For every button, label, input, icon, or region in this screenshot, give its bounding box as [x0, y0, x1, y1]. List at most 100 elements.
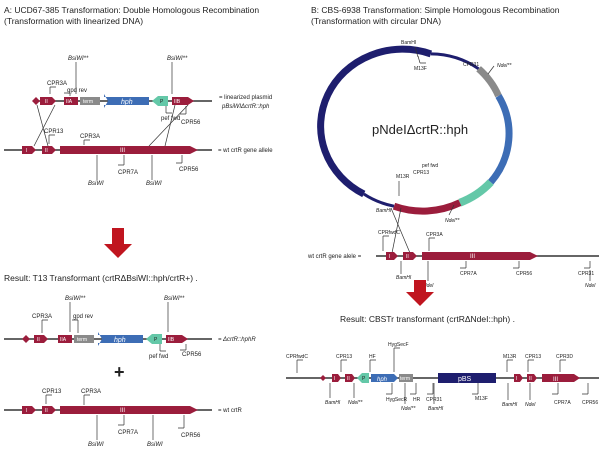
exon-iii-label: III: [553, 377, 558, 383]
cross-line: [390, 207, 411, 254]
backbone-arc: [430, 52, 480, 71]
gpd-rev-primer: [64, 92, 71, 96]
pbs-arc-label: pBS: [340, 123, 346, 134]
exon-ii: [345, 374, 355, 382]
ndei-label: NdeI: [525, 402, 536, 408]
cpr31-primer: [427, 383, 434, 395]
exon-ii-label: II: [45, 408, 48, 414]
exon-iii-label: III: [120, 148, 125, 154]
cpr3a-primer: [41, 319, 48, 333]
cpr56-label: CPR56: [182, 352, 202, 358]
gpd-rev-label: gpd rev: [67, 88, 87, 94]
backbone-arc: [362, 192, 395, 208]
cpr7a-label: CPR7A: [118, 430, 138, 436]
wt-allele-b: wt crtR gene alele = I II III CPRfwdC CP…: [307, 230, 599, 289]
wt-allele-a: I II III = wt crtR gene allele CPR13 CPR…: [4, 129, 273, 187]
panel-b-subtitle: (Transformation with circular DNA): [311, 16, 441, 26]
exon-iia-label: IIA: [66, 99, 73, 105]
term-box: [80, 97, 100, 105]
term-label: term: [83, 99, 93, 105]
ndei-marker: [448, 204, 455, 216]
cpr13-primer: [45, 394, 52, 404]
hygsecf-primer: [393, 347, 400, 372]
cross-line: [164, 104, 176, 147]
bsiwi-label: BsiWI: [88, 442, 104, 448]
cpr56-label: CPR56: [181, 433, 201, 439]
hf-label: HF: [369, 354, 376, 360]
hf-primer: [369, 359, 376, 372]
cpr3a-primer: [428, 237, 435, 251]
cpr3a-primer: [49, 86, 56, 94]
cpr3d-label: CPR3D: [556, 354, 573, 360]
panel-a-title: A: UCD67-385 Transformation: Double Homo…: [4, 5, 259, 15]
linearized-plasmid-construct: II IIA term hph P IIB = linearized plasm…: [32, 56, 272, 147]
promoter-arc: [458, 179, 494, 207]
cpr56-primer: [582, 383, 589, 395]
cpr7a-primer: [118, 415, 125, 426]
cpr31-label: CPR31: [578, 271, 594, 277]
exon-i: [386, 252, 398, 260]
bamhi-label: BamHI: [376, 208, 392, 214]
pbs-segment: [438, 373, 496, 383]
cpr3a-primer: [83, 139, 90, 145]
exon-i: [332, 374, 341, 382]
ndei-label: NdeI: [423, 283, 434, 289]
bsiwi-star-label-2: BsiWI**: [167, 56, 188, 62]
cpr3a-label: CPR3A: [47, 81, 67, 87]
hygsecf-label: HygSecF: [388, 342, 409, 348]
exon-ii: [40, 97, 56, 105]
cpr13-label: CPR13: [336, 354, 352, 360]
crtr-arc: [392, 199, 462, 215]
exon-i-label: I: [26, 148, 27, 154]
cpr3a-label: CPR3A: [80, 134, 100, 140]
cpr56-primer: [513, 261, 520, 269]
plus-sign: +: [114, 362, 125, 382]
cpr56-label: CPR56: [582, 400, 598, 406]
promoter-label: P: [160, 99, 164, 105]
exon-iib-label: IIB: [174, 99, 181, 105]
cpr7a-label: CPR7A: [118, 170, 138, 176]
cprfwdc-primer: [382, 235, 389, 251]
cpr56-label: CPR56: [179, 167, 199, 173]
exon-ii: [527, 374, 537, 382]
m13r-primer: [506, 359, 513, 372]
promoter-p: [146, 334, 162, 344]
hygsecr-label: HygSecR: [386, 397, 408, 403]
cpr3a-primer: [83, 394, 90, 405]
cprfwdc-label: CPRfwdC: [286, 354, 308, 360]
plasmid-name: pNdeIΔcrtR::hph: [372, 122, 468, 137]
hph-label: hph: [377, 377, 388, 383]
small-diamond: [22, 335, 30, 343]
pef-fwd-primer: [159, 344, 166, 352]
bamhi-label: BamHI: [396, 275, 412, 281]
term-box: [74, 335, 94, 343]
exon-iia-label: IIA: [60, 337, 67, 343]
promoter-label: P: [154, 337, 158, 343]
result-construct-b: I II P hph term pBS I II III CPRfwdC CPR…: [286, 342, 599, 412]
pef-fwd-label: pef fwd: [422, 163, 438, 169]
cpr7a-label: CPR7A: [554, 400, 571, 406]
ndei-label: NdeI: [585, 283, 596, 289]
exon-ii: [34, 335, 48, 343]
promoter-label: P: [362, 376, 366, 382]
small-diamond: [32, 97, 40, 105]
exon-ii-label: II: [347, 376, 350, 382]
pef-fwd-label: pef fwd: [149, 354, 168, 360]
cpr3a-label: CPR3A: [32, 314, 52, 320]
result-construct-a: II IIA term hph P IIB = ΔcrtR::hphR BsiW…: [4, 296, 256, 360]
ndei-star-label: NdeI**: [348, 400, 364, 406]
bsiwi-star-label-2: BsiWI**: [164, 296, 185, 302]
ndei-star-label: NdeI**: [401, 406, 417, 412]
cpr56-primer: [178, 415, 185, 429]
wt-allele-label: wt crtR gene alele =: [307, 254, 362, 260]
ndei-marker: [487, 65, 495, 75]
cpr3a-label: CPR3A: [81, 389, 101, 395]
hph-label: hph: [121, 99, 133, 106]
exon-ii-label: II: [529, 376, 532, 382]
bamhi-label: BamHI: [502, 402, 518, 408]
m13f-label: M13F: [475, 396, 488, 402]
exon-i-label: I: [516, 376, 517, 382]
hph-gene: [104, 94, 149, 108]
small-diamond: [320, 375, 326, 381]
